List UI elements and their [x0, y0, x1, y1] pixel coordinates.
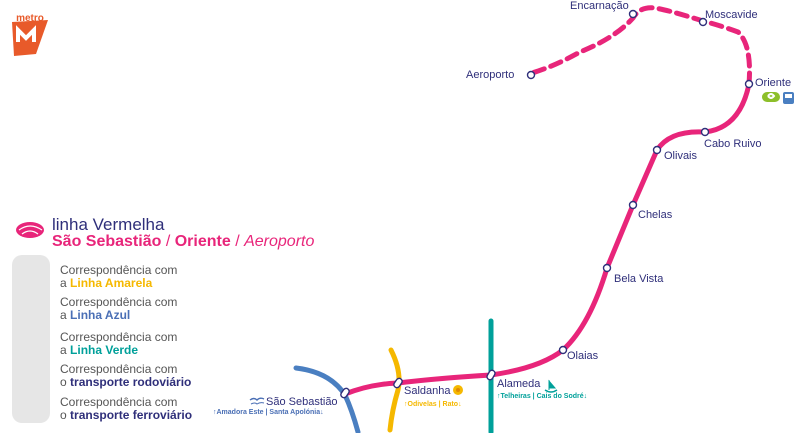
station-marker-oriente[interactable]: [744, 79, 754, 89]
legend-icon-panel: [12, 255, 50, 423]
legend-prefix: Correspondência com: [60, 330, 178, 344]
station-label-olaias[interactable]: Olaias: [567, 350, 599, 362]
station-marker-olivais[interactable]: [652, 145, 662, 155]
line-route: São Sebastião / Oriente / Aeroporto: [52, 233, 314, 251]
oriente-bus-icon: [783, 92, 794, 104]
legend-name: transporte ferroviário: [70, 408, 193, 422]
station-label-olivais[interactable]: Olivais: [664, 150, 698, 162]
route-end: Oriente: [174, 233, 231, 250]
legend-item-verde: Correspondência com a Linha Verde: [60, 331, 177, 357]
legend-name: Linha Verde: [70, 343, 139, 357]
legend-prefix: Correspondência com: [60, 362, 178, 376]
line-title: linha Vermelha: [52, 215, 165, 234]
station-marker-bela-vista[interactable]: [602, 263, 612, 273]
logo-text: metro: [16, 13, 44, 24]
legend-article: a: [60, 343, 67, 357]
interchange-marker-sao-sebastiao[interactable]: [340, 387, 351, 399]
route-start: São Sebastião: [52, 233, 162, 250]
route-sep-2: /: [235, 233, 240, 250]
station-marker-moscavide[interactable]: [698, 17, 708, 27]
station-marker-aeroporto[interactable]: [526, 70, 536, 80]
station-marker-chelas[interactable]: [628, 200, 638, 210]
station-label-moscavide[interactable]: Moscavide: [705, 9, 758, 21]
legend-article: o: [60, 375, 67, 389]
route-extension: Aeroporto: [244, 233, 315, 250]
station-label-cabo-ruivo[interactable]: Cabo Ruivo: [704, 138, 762, 150]
legend-item-azul: Correspondência com a Linha Azul: [60, 296, 177, 322]
legend-prefix: Correspondência com: [60, 295, 178, 309]
station-label-chelas[interactable]: Chelas: [638, 209, 673, 221]
alameda-caravel-icon: [544, 379, 558, 393]
route-sep-1: /: [165, 233, 171, 250]
yellow-line: [387, 347, 402, 433]
legend-item-rodoviario: Correspondência com o transporte rodoviá…: [60, 363, 191, 389]
station-label-oriente[interactable]: Oriente: [755, 77, 792, 89]
station-marker-encarnacao[interactable]: [628, 9, 638, 19]
station-marker-olaias[interactable]: [558, 345, 568, 355]
station-label-alameda[interactable]: Alameda: [497, 378, 541, 390]
legend-name: transporte rodoviário: [70, 375, 192, 389]
interchange-marker-alameda[interactable]: [486, 369, 496, 381]
metro-logo: [12, 20, 48, 56]
interchange-marker-saldanha[interactable]: [393, 377, 404, 389]
station-label-bela-vista[interactable]: Bela Vista: [614, 273, 664, 285]
legend-item-ferroviario: Correspondência com o transporte ferrovi…: [60, 396, 192, 422]
legend-prefix: Correspondência com: [60, 395, 178, 409]
station-label-encarnacao[interactable]: Encarnação: [570, 0, 629, 12]
connection-sao-sebastiao: ↑Amadora Este | Santa Apolónia↓: [213, 409, 324, 416]
station-marker-cabo-ruivo[interactable]: [700, 127, 710, 137]
red-line: [342, 81, 752, 397]
red-line-dashed: [529, 5, 752, 87]
oriente-train-icon: [762, 92, 780, 102]
legend-article: a: [60, 308, 67, 322]
connection-saldanha: ↑Odivelas | Rato↓: [404, 401, 462, 408]
linha-vermelha-icon: [16, 222, 44, 238]
sao-sebastiao-seagull-icon: [249, 397, 265, 405]
station-label-aeroporto[interactable]: Aeroporto: [466, 69, 515, 81]
saldanha-sunflower-icon: [453, 385, 463, 395]
legend-name: Linha Amarela: [70, 276, 153, 290]
legend-article: o: [60, 408, 67, 422]
legend-item-amarela: Correspondência com a Linha Amarela: [60, 264, 177, 290]
station-label-sao-sebastiao[interactable]: São Sebastião: [266, 396, 338, 408]
connection-alameda: ↑Telheiras | Cais do Sodré↓: [497, 393, 588, 400]
station-label-saldanha[interactable]: Saldanha: [404, 385, 451, 397]
legend-article: a: [60, 276, 67, 290]
legend-name: Linha Azul: [70, 308, 131, 322]
legend-prefix: Correspondência com: [60, 263, 178, 277]
